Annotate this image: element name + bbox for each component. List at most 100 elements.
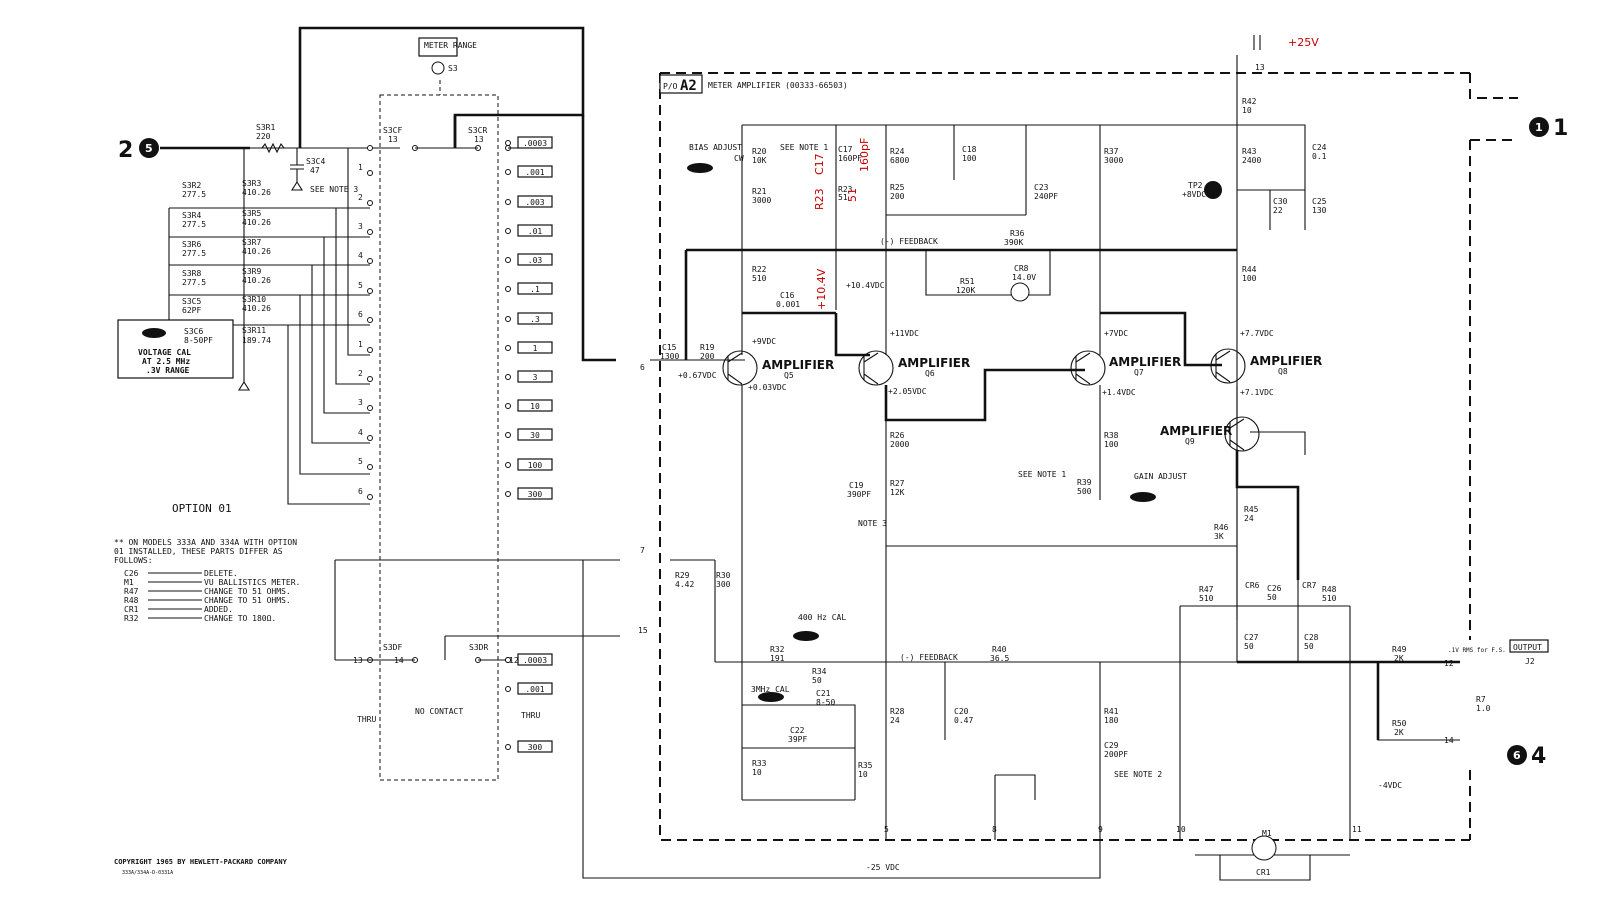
range-option[interactable]: 100 bbox=[505, 458, 553, 471]
svg-text:50: 50 bbox=[1267, 593, 1277, 602]
svg-text:NOTE 3: NOTE 3 bbox=[858, 519, 887, 528]
range-contact bbox=[505, 345, 511, 351]
range-option-lower[interactable]: .001 bbox=[505, 682, 553, 695]
svg-text:240PF: 240PF bbox=[1034, 192, 1058, 201]
svg-text:200: 200 bbox=[890, 192, 905, 201]
voltage-cal-box bbox=[117, 319, 234, 379]
switch-contact bbox=[367, 288, 373, 294]
range-option[interactable]: 300 bbox=[505, 487, 553, 500]
range-boxes: .0003 .001 .003 .01 .03 .1 .3 1 3 10 30 100 300 .0003… bbox=[505, 136, 553, 753]
svg-text:C27: C27 bbox=[1244, 633, 1259, 642]
q8-label: AMPLIFIER bbox=[1250, 354, 1322, 368]
tp2-testpoint-icon[interactable] bbox=[1204, 181, 1222, 199]
port-1-badge bbox=[1529, 117, 1549, 137]
range-option[interactable]: 3 bbox=[505, 370, 553, 383]
svg-text:S3C5: S3C5 bbox=[182, 297, 201, 306]
svg-text:SEE NOTE 1: SEE NOTE 1 bbox=[1018, 470, 1066, 479]
svg-text:+10.4VDC: +10.4VDC bbox=[846, 281, 885, 290]
transistor-q6 bbox=[858, 350, 894, 386]
svg-text:410.26: 410.26 bbox=[242, 276, 271, 285]
voltage-cal-screw-icon[interactable] bbox=[142, 328, 166, 338]
cal-3mhz-screw-icon[interactable] bbox=[758, 692, 784, 702]
svg-text:10: 10 bbox=[858, 770, 868, 779]
s3c4-val: 47 bbox=[310, 166, 320, 175]
range-contact bbox=[505, 403, 511, 409]
range-label: .001 bbox=[525, 685, 544, 694]
range-option[interactable]: .3 bbox=[505, 312, 553, 325]
range-option[interactable]: .03 bbox=[505, 253, 553, 266]
svg-text:50: 50 bbox=[1244, 642, 1254, 651]
svg-text:5: 5 bbox=[884, 825, 889, 834]
range-option[interactable]: .003 bbox=[505, 195, 553, 208]
svg-text:+7.1VDC: +7.1VDC bbox=[1240, 388, 1274, 397]
supply-arrow bbox=[1253, 35, 1261, 50]
svg-text:2K: 2K bbox=[1394, 654, 1404, 663]
port-2-input[interactable]: 2 5 bbox=[118, 138, 159, 163]
component-labels: BIAS ADJUST CW R20 10K SEE NOTE 1 C17 16… bbox=[660, 97, 1546, 877]
note-action: DELETE. bbox=[204, 569, 238, 578]
svg-text:100: 100 bbox=[962, 154, 977, 163]
port-1-badge-text: 1 bbox=[1535, 121, 1543, 134]
module-boundary bbox=[659, 72, 1518, 841]
gain-adjust-screw-icon[interactable] bbox=[1130, 492, 1156, 502]
range-label: .01 bbox=[528, 227, 543, 236]
range-option[interactable]: .1 bbox=[505, 282, 553, 295]
port-2-badge-text: 5 bbox=[145, 142, 153, 155]
range-switch[interactable] bbox=[334, 37, 620, 781]
svg-text:3000: 3000 bbox=[1104, 156, 1123, 165]
q5-ref: Q5 bbox=[784, 371, 794, 380]
port-1-output[interactable]: 1 1 bbox=[1529, 116, 1568, 141]
switch-pin-label: 2 bbox=[358, 369, 363, 378]
svg-text:180: 180 bbox=[1104, 716, 1119, 725]
red-10-4v: +10.4V bbox=[815, 268, 828, 310]
range-contact bbox=[505, 657, 511, 663]
svg-text:R24: R24 bbox=[890, 147, 905, 156]
svg-text:CR7: CR7 bbox=[1302, 581, 1317, 590]
range-option[interactable]: .0003 bbox=[505, 136, 553, 149]
range-option-lower[interactable]: 300 bbox=[505, 740, 553, 753]
bias-adjust-screw-icon[interactable] bbox=[687, 163, 713, 173]
svg-text:BIAS ADJUST: BIAS ADJUST bbox=[689, 143, 742, 152]
meter-range-box bbox=[418, 37, 458, 57]
port-4-output[interactable]: 6 4 bbox=[1507, 744, 1546, 769]
switch-pin-label: 5 bbox=[358, 457, 363, 466]
thru-left: THRU bbox=[357, 715, 376, 724]
svg-text:-25 VDC: -25 VDC bbox=[866, 863, 900, 872]
svg-text:+9VDC: +9VDC bbox=[752, 337, 776, 346]
supply-label: +25V bbox=[1288, 36, 1319, 49]
meter-range-knob-icon[interactable] bbox=[431, 61, 445, 75]
cal-400hz-screw-icon[interactable] bbox=[793, 631, 819, 641]
note-ref: M1 bbox=[124, 578, 134, 587]
svg-text:+7VDC: +7VDC bbox=[1104, 329, 1128, 338]
document-number: 333A/334A-D-0331A bbox=[122, 870, 173, 876]
range-box bbox=[517, 370, 553, 383]
svg-text:R29: R29 bbox=[675, 571, 690, 580]
svg-text:S3R4: S3R4 bbox=[182, 211, 201, 220]
s3r11-ref: S3R11 bbox=[242, 326, 266, 335]
svg-text:410.26: 410.26 bbox=[242, 218, 271, 227]
svg-text:R19: R19 bbox=[700, 343, 715, 352]
q8-ref: Q8 bbox=[1278, 367, 1288, 376]
range-option[interactable]: 10 bbox=[505, 399, 553, 412]
range-label: 30 bbox=[530, 431, 540, 440]
range-option[interactable]: .01 bbox=[505, 224, 553, 237]
range-option[interactable]: .001 bbox=[505, 165, 553, 178]
port-4-badge-text: 6 bbox=[1513, 749, 1521, 762]
attenuator-row-5: S3C5 62PF S3R10 410.26 bbox=[182, 295, 271, 315]
range-option[interactable]: 1 bbox=[505, 341, 553, 354]
switch-contact bbox=[367, 405, 373, 411]
note-ref: CR1 bbox=[124, 605, 139, 614]
s3-label: S3 bbox=[448, 64, 458, 73]
option-label: OPTION 01 bbox=[172, 502, 232, 515]
svg-text:10: 10 bbox=[1176, 825, 1186, 834]
svg-text:R32: R32 bbox=[770, 645, 785, 654]
svg-text:R46: R46 bbox=[1214, 523, 1229, 532]
range-option-lower[interactable]: .0003 bbox=[505, 653, 553, 666]
svg-text:R47: R47 bbox=[1199, 585, 1214, 594]
svg-text:S3R7: S3R7 bbox=[242, 238, 261, 247]
range-contact bbox=[505, 199, 511, 205]
note-ref: R32 bbox=[124, 614, 139, 623]
svg-text:2400: 2400 bbox=[1242, 156, 1261, 165]
svg-text:R37: R37 bbox=[1104, 147, 1119, 156]
range-option[interactable]: 30 bbox=[505, 428, 553, 441]
